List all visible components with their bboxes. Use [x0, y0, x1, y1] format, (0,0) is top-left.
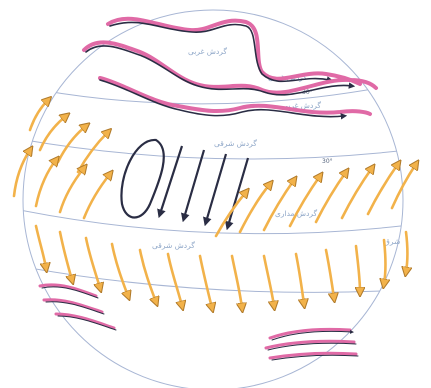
nw-arrow-8: [84, 174, 110, 218]
sw-arrow-8: [232, 256, 242, 308]
eq-arrow-3: [206, 154, 226, 222]
latitude-line-equator: [20, 210, 410, 234]
sw-arrow-14: [406, 232, 408, 272]
eq-arrow-2: [184, 150, 204, 218]
nw-arrow-4: [78, 132, 108, 172]
sw-arrow-9: [264, 256, 274, 306]
sw-arrow-11: [326, 250, 334, 298]
ne-arrow-5: [342, 168, 372, 218]
nw-arrow-3: [58, 126, 86, 162]
sw-arrow-1: [36, 226, 46, 268]
nw-arrow-6: [36, 160, 56, 206]
ne-arrow-4: [316, 172, 346, 222]
bottom-streak-2: [266, 341, 354, 348]
westerly-band-1: [108, 19, 360, 84]
ne-arrow-7: [392, 164, 416, 208]
sw-arrow-3: [86, 238, 100, 288]
sw-arrow-6: [168, 254, 182, 306]
northern-trade-wind-arrows: [14, 100, 416, 236]
westerly-wind-bands: [84, 19, 376, 117]
label-east-edge: شرق: [384, 237, 400, 246]
nw-arrow-7: [60, 168, 84, 212]
westerly-band-2: [84, 42, 376, 92]
nw-arrow-1: [30, 100, 48, 130]
equatorial-eddy: [121, 140, 163, 218]
ne-arrow-3: [290, 176, 320, 226]
sw-arrow-12: [356, 246, 360, 292]
sw-arrow-4: [112, 244, 128, 296]
sw-arrow-5: [140, 250, 156, 302]
southern-westerly-streaks: [40, 285, 358, 360]
sw-arrow-7: [200, 256, 212, 308]
eddy-loop: [121, 140, 163, 218]
sw-arrow-10: [296, 254, 304, 304]
label-mid-belt: گردش شرقی: [214, 139, 257, 148]
degree-mid: 30°: [322, 158, 333, 165]
label-upper-belt-a: گردش غربی: [188, 47, 227, 56]
sw-arrow-13: [384, 240, 386, 284]
latitude-line-30s: [30, 268, 405, 292]
label-lower-belt: گردش شرقی: [152, 241, 195, 250]
